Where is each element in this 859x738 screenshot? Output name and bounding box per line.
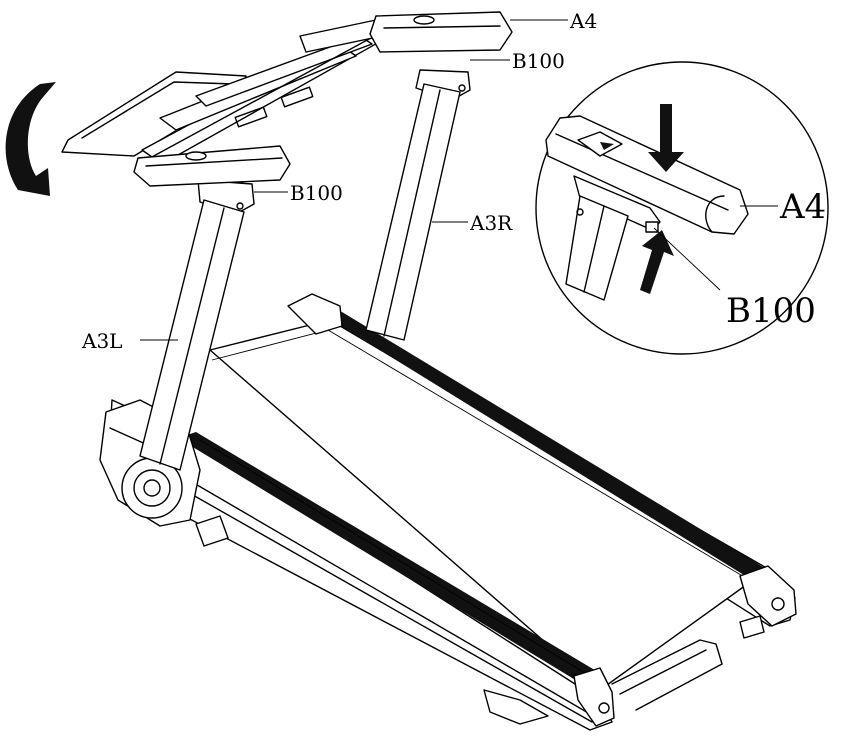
label-a4-detail: A4 xyxy=(779,187,826,227)
label-b100-top: B100 xyxy=(512,49,565,73)
upright-a3l xyxy=(139,179,255,471)
label-a3r: A3R xyxy=(469,211,513,235)
belt-stripe-right xyxy=(328,312,768,580)
console-assembly xyxy=(61,11,513,187)
upright-a3r xyxy=(365,69,471,341)
curved-arrow-icon xyxy=(5,82,56,196)
treadmill-deck xyxy=(107,293,797,731)
label-a4: A4 xyxy=(569,9,597,33)
up-arrow-icon xyxy=(640,230,674,294)
label-b100-left: B100 xyxy=(290,181,343,205)
detail-view: A4 B100 xyxy=(535,61,829,355)
label-b100-detail: B100 xyxy=(726,291,816,331)
label-a3l: A3L xyxy=(81,329,122,353)
callouts: A4 B100 B100 A3R A3L xyxy=(81,9,597,353)
down-arrow-icon xyxy=(648,104,684,172)
belt-stripe-left xyxy=(178,432,598,684)
